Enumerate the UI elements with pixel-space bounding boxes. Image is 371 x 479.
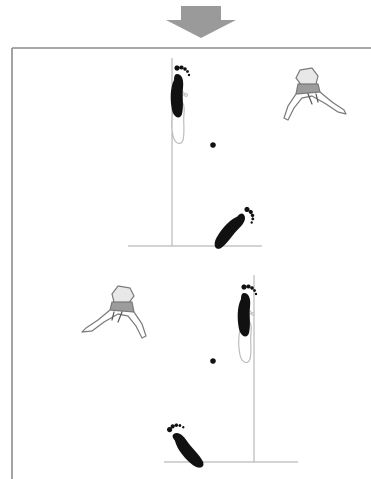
right-footprint-icon [163,419,211,471]
left-footprint-icon [171,65,191,117]
karateka-right-icon [82,286,146,338]
karateka-left-icon [284,68,346,120]
lower-stance-panel [82,275,298,472]
center-dot-icon [210,142,216,148]
upper-stance-panel [128,58,346,256]
right-footprint-icon [210,203,258,255]
center-dot-icon [210,358,216,364]
arrow-down-icon [166,6,236,38]
